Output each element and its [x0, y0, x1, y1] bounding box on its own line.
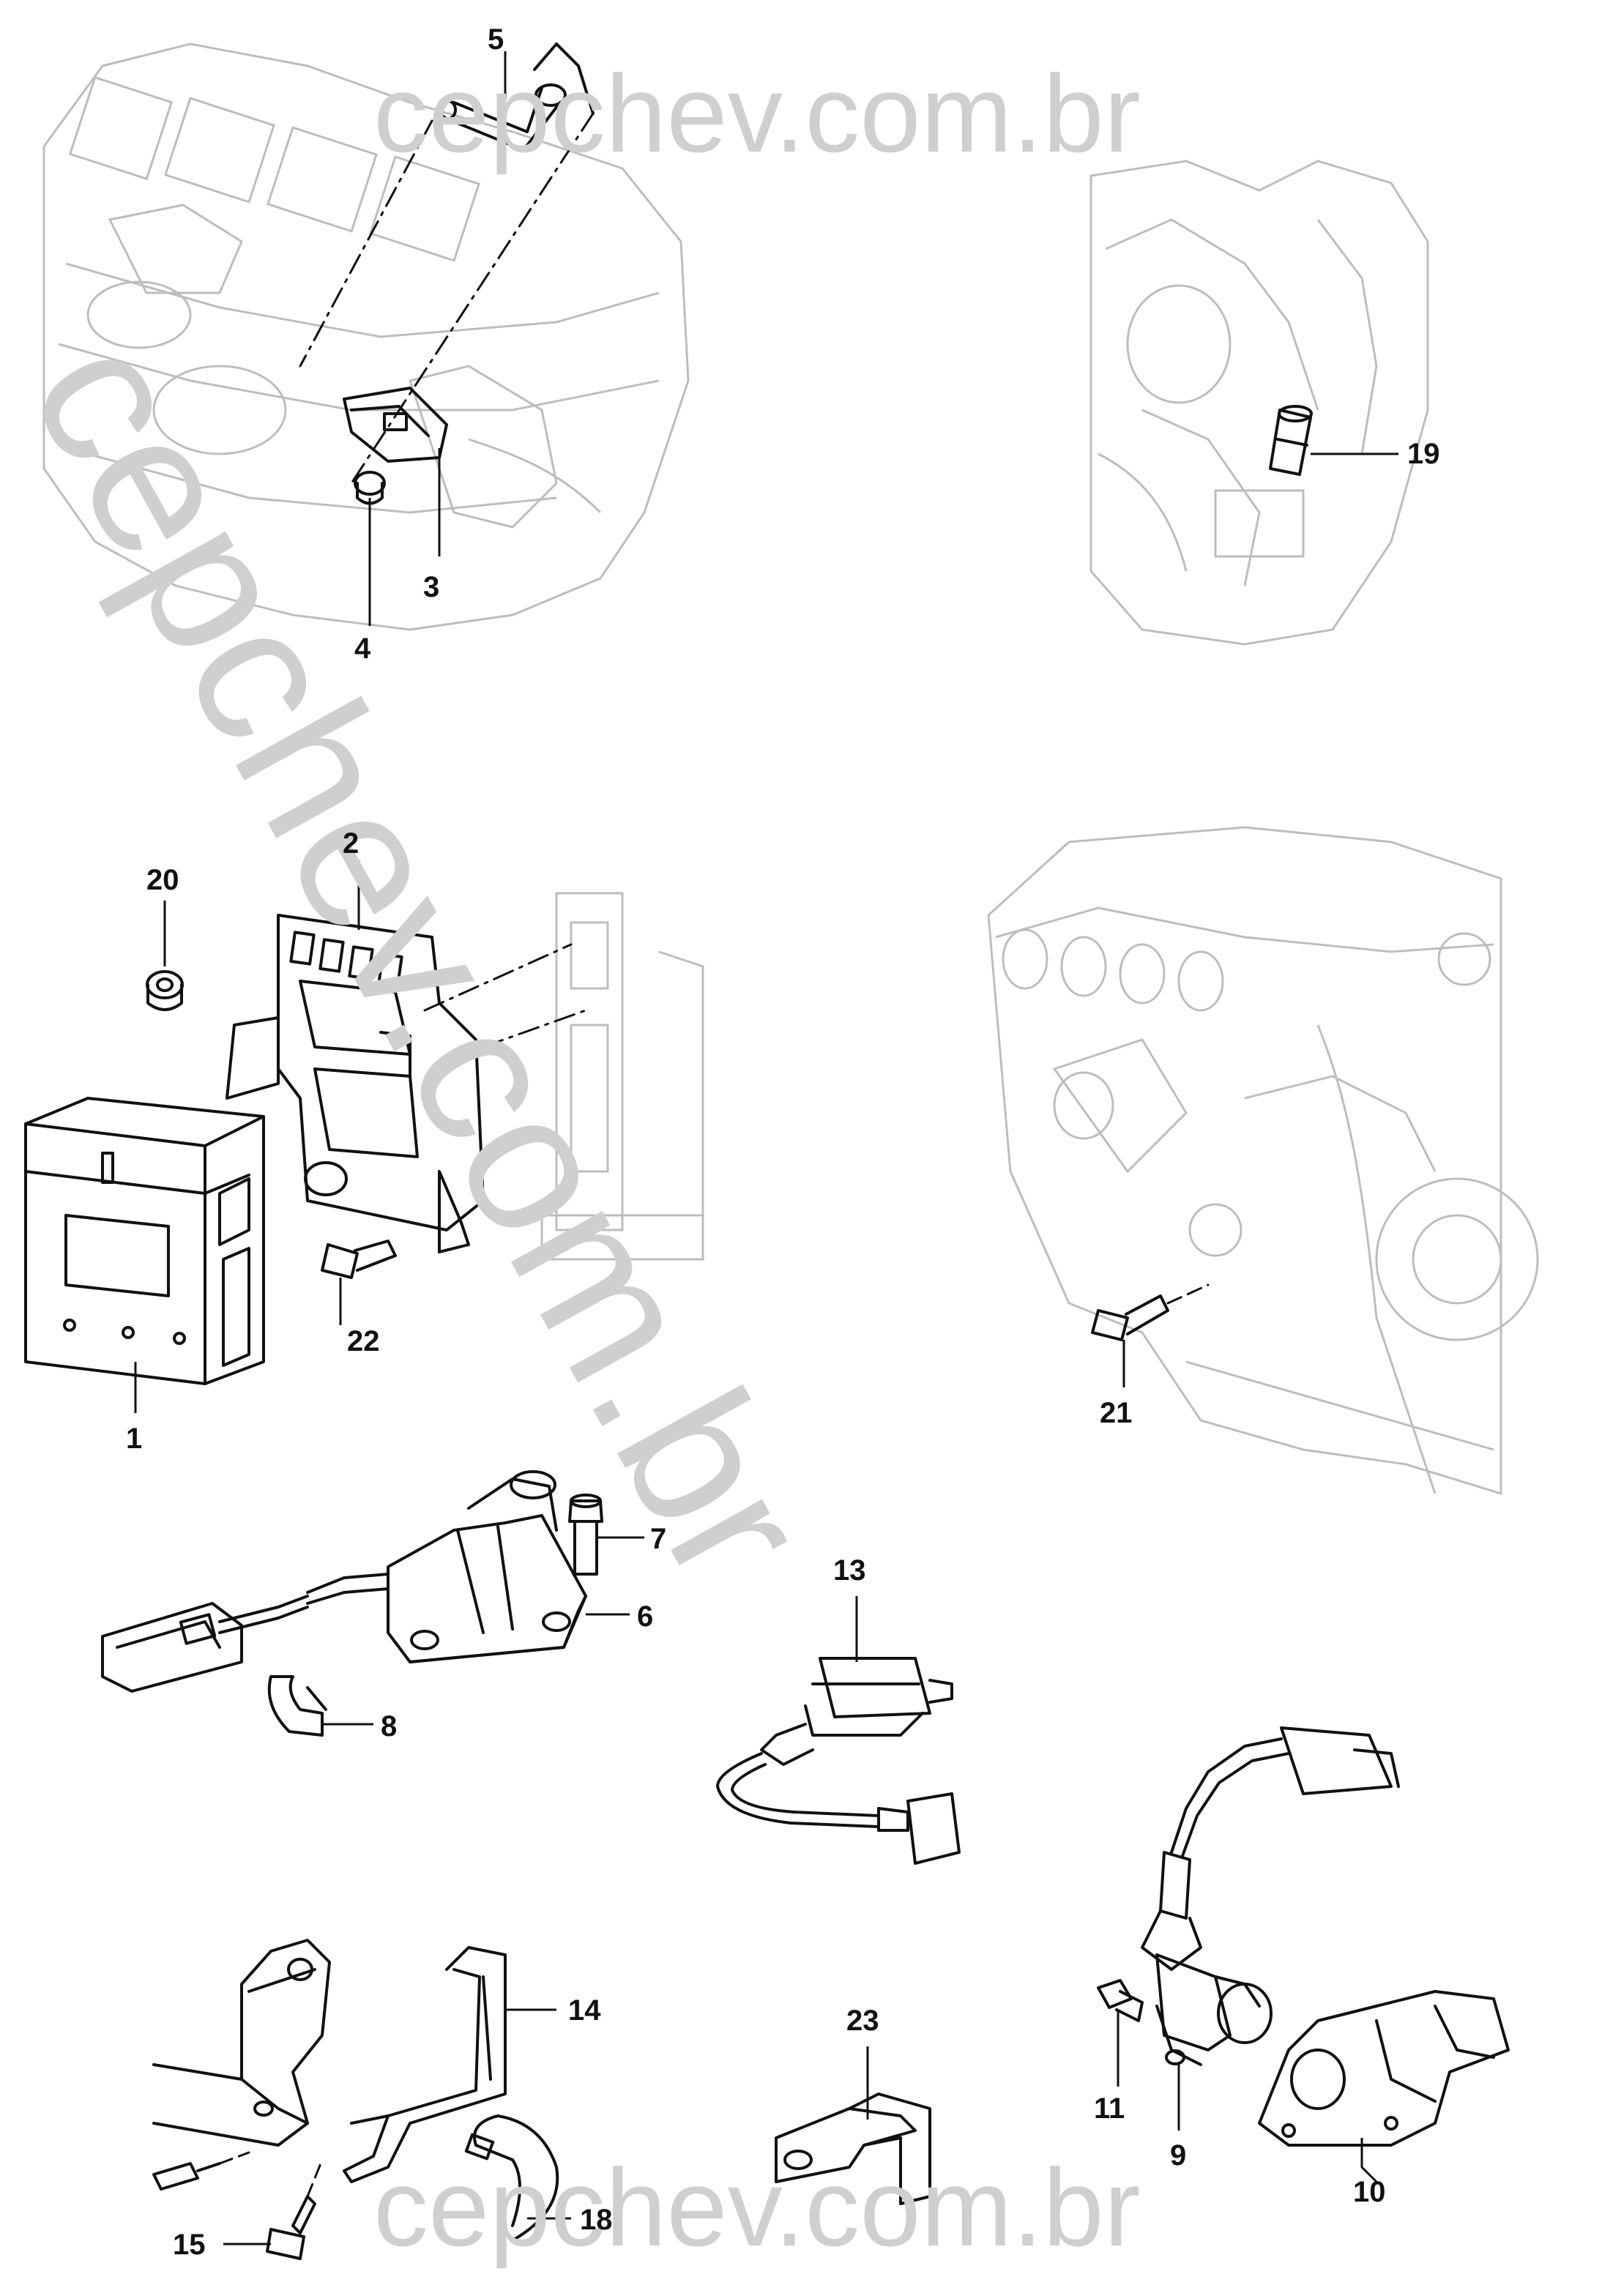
engine-block-mid-right	[987, 826, 1539, 1496]
leader-line-20	[1166, 1283, 1210, 1305]
callout-20: 21	[1100, 1397, 1133, 1429]
callout-7: 7	[650, 1523, 667, 1555]
part-23-clamp	[775, 2092, 931, 2205]
callout-6: 6	[637, 1600, 654, 1633]
callout-1: 1	[126, 1423, 143, 1455]
callout-5: 5	[488, 23, 504, 56]
callout-2: 2	[343, 827, 359, 860]
part-18-tie	[464, 2114, 559, 2242]
callout-3: 3	[423, 571, 440, 603]
leader-lines-2	[423, 943, 587, 1048]
engine-sensor-top-right	[1089, 160, 1429, 646]
callout-14: 14	[568, 1994, 601, 2027]
callout-21: 20	[146, 864, 179, 896]
part-6-sensor	[101, 1470, 587, 1693]
callout-22: 22	[347, 1325, 380, 1357]
callout-4: 4	[354, 633, 371, 665]
part-2-bracket	[226, 914, 485, 1253]
part-3-sensor	[343, 387, 448, 463]
callout-19: 19	[1407, 438, 1440, 470]
part-7-bolt	[568, 1494, 603, 1576]
part-8-clip	[267, 1675, 327, 1737]
callout-leaders	[134, 51, 1398, 2245]
part-15-bracket	[152, 1939, 331, 2260]
part-13-switch	[716, 1657, 961, 1865]
part-10-bracket	[1258, 1990, 1510, 2147]
part-5-hose	[439, 42, 595, 152]
callout-23: 23	[846, 2005, 879, 2037]
part-21-nut	[146, 970, 184, 1011]
callout-9: 9	[1170, 2139, 1187, 2172]
head-panel-mid	[540, 892, 704, 1261]
part-14-bracket	[343, 1946, 507, 2183]
part-9-sensor	[1141, 1726, 1400, 2066]
callout-10: 10	[1353, 2176, 1386, 2208]
part-22-bolt	[321, 1240, 397, 1279]
leader-lines-5	[299, 112, 595, 485]
leader-lines-15	[218, 2151, 324, 2198]
part-19-sensor	[1269, 405, 1313, 476]
part-1-ecu	[24, 1097, 265, 1385]
engine-bay-top-left	[42, 42, 690, 631]
callout-8: 8	[381, 1710, 398, 1742]
part-11-bolt	[1097, 1979, 1144, 2022]
callout-15: 15	[173, 2229, 206, 2261]
watermark-top: cepchev.com.br	[373, 52, 1141, 175]
part-20-bolt	[1091, 1294, 1169, 1341]
callout-18: 18	[580, 2204, 613, 2236]
watermark-bottom: cepchev.com.br	[373, 2146, 1141, 2269]
callout-11: 11	[1094, 2092, 1125, 2125]
callout-13: 13	[833, 1554, 866, 1587]
